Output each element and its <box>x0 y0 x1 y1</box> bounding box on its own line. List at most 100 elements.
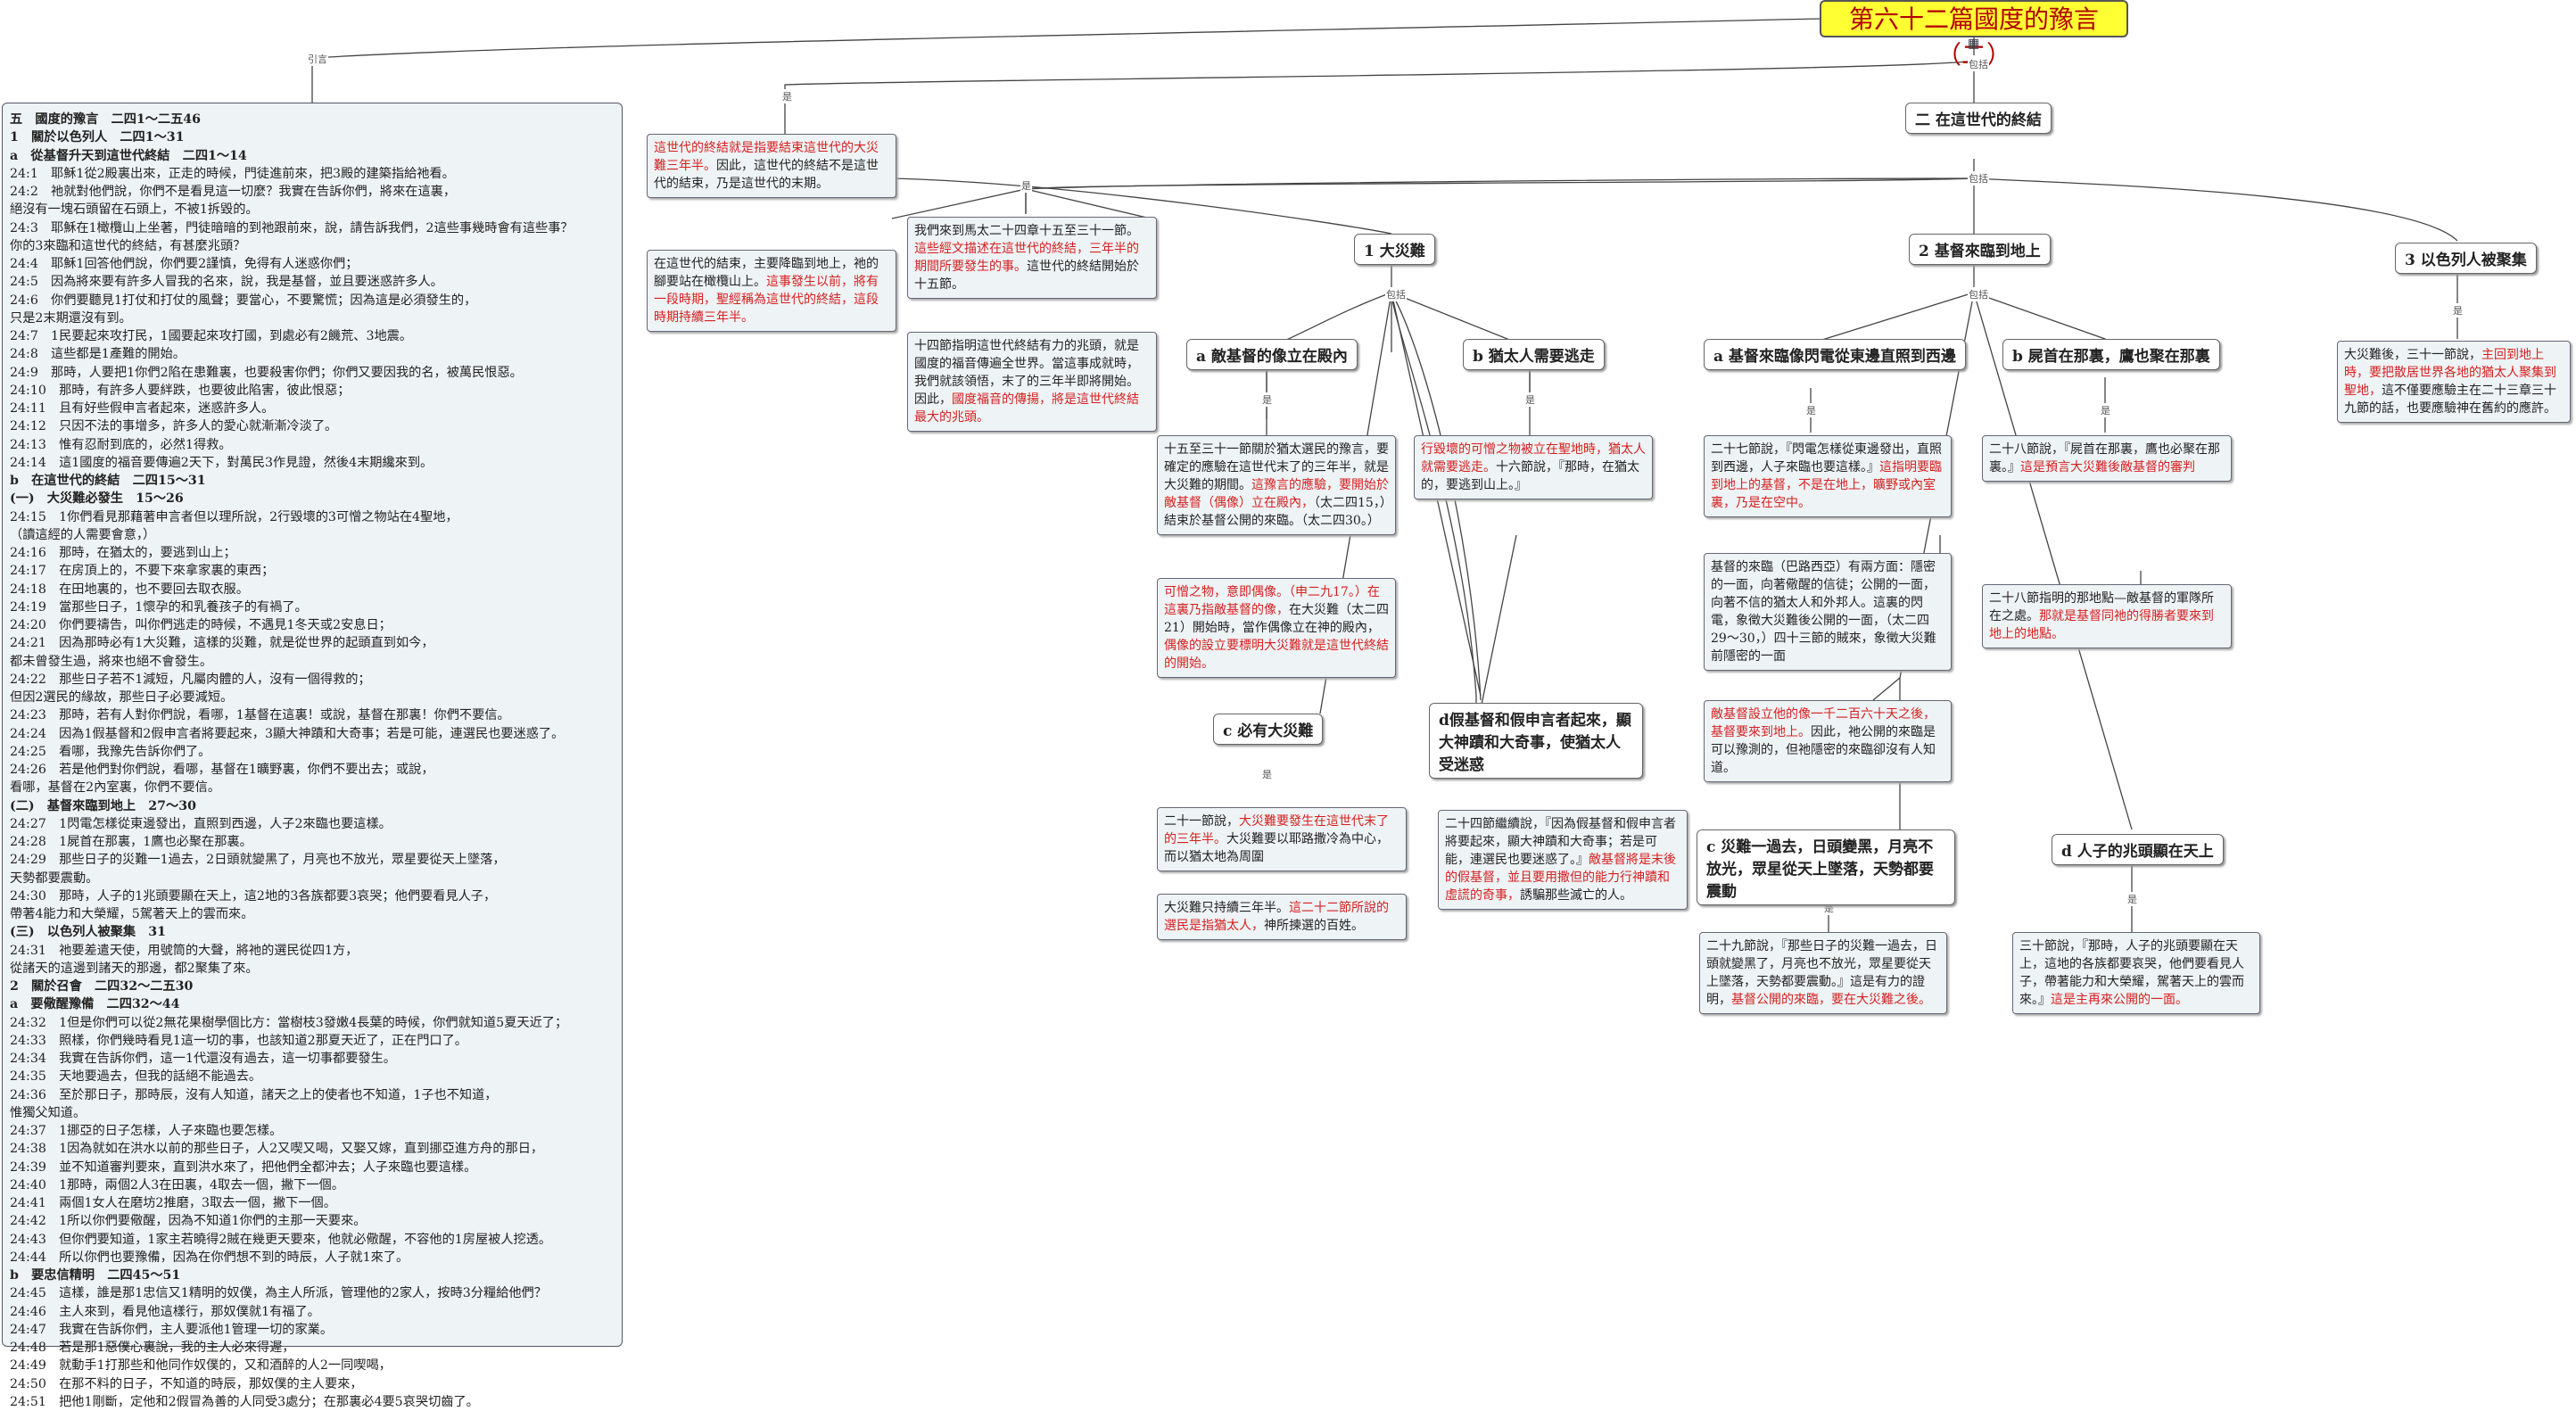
outline-line: 24:17 在房頂上的，不要下來拿家裏的東西； <box>10 564 275 579</box>
outline-line: 24:45 這樣，誰是那1忠信又1精明的奴僕，為主人所派，管理他的2家人，按時3… <box>10 1286 547 1301</box>
outline-line: 24:41 兩個1女人在磨坊2推磨，3取去一個，撇下一個。 <box>10 1196 336 1210</box>
outline-line: 24:19 當那些日子，1懷孕的和乳養孩子的有禍了。 <box>10 599 308 615</box>
note-prophecy-fulfilment: 十五至三十一節關於猶太選民的豫言，要確定的應驗在這世代末了的三年半，就是大災難的… <box>1157 435 1396 535</box>
outline-line: 24:15 1你們看見那藉著申言者但以理所說，2行毀壞的3可憎之物站在4聖地， <box>10 509 458 524</box>
node-section-2[interactable]: 二 在這世代的終結 <box>1905 103 2052 134</box>
outline-line: 24:18 在田地裏的，也不要回去取衣服。 <box>10 582 249 597</box>
note-verse-29: 二十九節說，『那些日子的災難一過去，日頭就變黑了，月亮也不放光，眾星要從天上墜落… <box>1699 932 1947 1014</box>
note-verse-30: 三十節說，『那時，人子的兆頭要顯在天上，這地的各族都要哀哭，他們要看見人子，帶著… <box>2012 932 2260 1014</box>
outline-line: 只是2末期還沒有到。 <box>10 310 132 326</box>
outline-line: 24:20 你們要禱告，叫你們逃走的時候，不遇見1冬天或2安息日； <box>10 618 392 632</box>
edge-label-shi-7: 是 <box>2100 403 2111 417</box>
outline-line: 24:44 所以你們也要豫備，因為在你們想不到的時辰，人子就1來了。 <box>10 1250 409 1265</box>
outline-line: 24:16 那時，在猶太的，要逃到山上； <box>10 546 236 560</box>
note-verse-14-sign: 十四節指明這世代終結有力的兆頭，就是國度的福音傳遍全世界。當這事成就時，我們就該… <box>907 332 1157 432</box>
outline-heading: a 從基督升天到這世代終結 二四1～14 <box>10 148 247 163</box>
node-lightning[interactable]: a 基督來臨像閃電從東邊直照到西邊 <box>1704 339 1966 370</box>
outline-line: 24:10 那時，有許多人要絆跌，也要彼此陷害，彼此恨惡； <box>10 383 351 398</box>
note-abomination: 可憎之物，意即偶像。（申二九17。）在這裏乃指敵基督的像，在大災難（太二四21）… <box>1157 578 1396 678</box>
outline-heading: 2 關於召會 二四32～二五30 <box>10 979 194 994</box>
outline-line: 24:14 這1國度的福音要傳遍2天下，對萬民3作見證，然後4末期纔來到。 <box>10 455 433 470</box>
outline-heading: (二) 基督來臨到地上 27～30 <box>10 798 196 813</box>
outline-line: 24:30 那時，人子的1兆頭要顯在天上，這2地的3各族都要3哀哭；他們要看見人… <box>10 888 497 904</box>
outline-line: 絕沒有一塊石頭留在石頭上，不被1拆毀的。 <box>10 202 259 218</box>
note-verse-21: 二十一節說，大災難要發生在這世代末了的三年半。大災難要以耶路撒冷為中心，而以猶太… <box>1157 807 1407 871</box>
outline-line: 24:39 並不知道審判要來，直到洪水來了，把他們全都沖去；人子來臨也要這樣。 <box>10 1159 477 1175</box>
outline-heading: a 要儆醒豫備 二四32～44 <box>10 997 180 1012</box>
outline-line: （讀這經的人需要會意，） <box>10 527 156 542</box>
outline-line: 24:6 你們要聽見1打仗和打仗的風聲；要當心，不要驚慌；因為這是必須發生的， <box>10 293 477 308</box>
outline-line: 帶著4能力和大榮耀，5駕著天上的雲而來。 <box>10 907 254 921</box>
outline-line: 24:51 把他1剛斷，定他和2假冒為善的人同受3處分；在那裏必4要5哀哭切齒了… <box>10 1394 479 1409</box>
outline-line: 24:9 那時，人要把1你們2陷在患難裏，也要殺害你們；你們又要因我的名，被萬民… <box>10 365 523 380</box>
note-matthew-24: 我們來到馬太二十四章十五至三十一節。這些經文描述在這世代的終結，三年半的期間所要… <box>907 217 1157 299</box>
outline-line: 24:49 就動手1打那些和他同作奴僕的，又和酒醉的人2一同喫喝， <box>10 1358 392 1374</box>
edge-label-baokuo-4: 包括 <box>1968 287 1989 301</box>
note-1260-days: 敵基督設立他的像一千二百六十天之後，基督要來到地上。因此，祂公開的來臨是可以豫測… <box>1704 700 1952 782</box>
node-false-christs[interactable]: d假基督和假申言者起來，顯大神蹟和大奇事，使猶太人受迷惑 <box>1429 703 1643 779</box>
outline-line: 你的3來臨和這世代的終結，有甚麼兆頭？ <box>10 238 246 253</box>
outline-line: 24:33 照樣，你們幾時看見1這一切的事，也該知道2那夏天近了，正在門口了。 <box>10 1033 467 1048</box>
outline-line: 從諸天的這邊到諸天的那邊，都2聚集了來。 <box>10 961 259 976</box>
outline-line: 24:21 因為那時必有1大災難，這樣的災難，就是從世界的起頭直到如今， <box>10 636 434 651</box>
outline-heading: b 在這世代的終結 二四15～31 <box>10 474 206 488</box>
outline-line: 24:34 我實在告訴你們，這一1代還沒有過去，這一切事都要發生。 <box>10 1052 396 1066</box>
outline-line: 24:37 1挪亞的日子怎樣，人子來臨也要怎樣。 <box>10 1124 283 1138</box>
node-son-of-man-sign[interactable]: d 人子的兆頭顯在天上 <box>2052 834 2224 865</box>
note-armies-location: 二十八節指明的那地點—敵基督的軍隊所在之處。那就是基督同祂的得勝者要來到地上的地… <box>1982 584 2232 648</box>
node-jews-flee[interactable]: b 猶太人需要逃走 <box>1463 339 1605 370</box>
edge-label-baokuo-1: 包括 <box>1968 57 1989 71</box>
outline-heading: b 要忠信精明 二四45～51 <box>10 1268 181 1283</box>
node-israel-gathered[interactable]: 3 以色列人被聚集 <box>2395 243 2537 274</box>
outline-line: 24:40 1那時，兩個2人3在田裏，4取去一個，撇下一個。 <box>10 1177 344 1192</box>
outline-line: 24:42 1所以你們要儆醒，因為不知道1你們的主那一天要來。 <box>10 1214 367 1229</box>
note-verse-24: 二十四節繼續說，『因為假基督和假申言者將要起來，顯大神蹟和大奇事；若是可能，連選… <box>1438 810 1688 910</box>
outline-line: 24:1 耶穌1從2殿裏出來，正走的時候，門徒進前來，把3殿的建築指給祂看。 <box>10 166 455 181</box>
outline-line: 24:47 我實在告訴你們，主人要派他1管理一切的家業。 <box>10 1322 334 1337</box>
note-flee-to-mountains: 行毀壞的可憎之物被立在聖地時，猶太人就需要逃走。十六節說，『那時，在猶太的，要逃… <box>1414 435 1653 499</box>
outline-line: 24:46 主人來到，看見他這樣行，那奴僕就1有福了。 <box>10 1304 320 1319</box>
edge-label-shi-5: 是 <box>1261 767 1273 781</box>
outline-line: 都未曾發生過，將來也絕不會發生。 <box>10 654 213 669</box>
outline-line: 24:23 那時，若有人對你們說，看哪，1基督在這裏！或說，基督在那裏！你們不要… <box>10 708 510 723</box>
outline-line: 24:32 1但是你們可以從2無花果樹學個比方：當樹枝3發嫩4長葉的時候，你們就… <box>10 1015 568 1030</box>
node-great-tribulation[interactable]: 1 大災難 <box>1354 234 1435 265</box>
outline-line: 24:3 耶穌在1橄欖山上坐著，門徒暗暗的到祂跟前來，說，請告訴我們，2這些事幾… <box>10 220 574 235</box>
node-must-tribulation[interactable]: c 必有大災難 <box>1213 714 1324 745</box>
node-sun-darkened[interactable]: c 災難一過去，日頭變黑，月亮不放光，眾星從天上墜落，天勢都要震動 <box>1697 829 1955 905</box>
outline-line: 24:28 1屍首在那裏，1鷹也必聚在那裏。 <box>10 835 252 849</box>
edge-label-shi-3: 是 <box>1261 392 1273 407</box>
outline-line: 24:24 因為1假基督和2假申言者將要起來，3顯大神蹟和大奇事；若是可能，連選… <box>10 726 565 741</box>
edge-label-shi-1: 是 <box>781 89 793 103</box>
node-carcass-eagles[interactable]: b 屍首在那裏，鷹也聚在那裏 <box>2002 339 2220 370</box>
outline-line: 24:11 且有好些假申言者起來，迷惑許多人。 <box>10 401 275 416</box>
outline-line: 24:8 這些都是1產難的開始。 <box>10 347 186 362</box>
outline-heading: 五 國度的豫言 二四1～二五46 <box>10 112 202 127</box>
outline-line: 24:25 看哪，我豫先告訴你們了。 <box>10 744 211 759</box>
edge-label-shi-6: 是 <box>1805 403 1817 417</box>
edge-label-baokuo-2: 包括 <box>1968 171 1989 186</box>
outline-line: 24:12 只因不法的事增多，許多人的愛心就漸漸冷淡了。 <box>10 419 338 434</box>
outline-line: 24:26 若是他們對你們說，看哪，基督在1曠野裏，你們不要出去；或說， <box>10 763 434 777</box>
outline-line: 但因2選民的緣故，那些日子必要減短。 <box>10 690 234 705</box>
gear-icon: ▦ <box>1968 37 1980 51</box>
root-title[interactable]: 第六十二篇國度的豫言（二） <box>1820 0 2128 70</box>
outline-line: 24:38 1因為就如在洪水以前的那些日子，人2又喫又喝，又娶又嫁，直到挪亞進方… <box>10 1142 544 1157</box>
outline-line: 24:31 祂要差遣天使，用號筒的大聲，將祂的選民從四1方， <box>10 943 359 958</box>
note-end-of-age-period: 在這世代的結束，主要降臨到地上，祂的腳要站在橄欖山上。這事發生以前，將有一段時期… <box>647 250 896 332</box>
outline-line: 24:48 若是那1惡僕心裏說，我的主人必來得遲， <box>10 1341 295 1355</box>
node-antichrist-image[interactable]: a 敵基督的像立在殿內 <box>1186 339 1358 370</box>
outline-line: 24:29 那些日子的災難一1過去，2日頭就變黑了，月亮也不放光，眾星要從天上墜… <box>10 853 506 868</box>
outline-line: 24:4 耶穌1回答他們說，你們要2謹慎，免得有人迷惑你們； <box>10 257 359 271</box>
outline-line: 24:43 但你們要知道，1家主若曉得2賊在幾更天要來，他就必儆醒，不容他的1房… <box>10 1232 552 1247</box>
outline-line: 24:2 祂就對他們說，你們不是看見這一切麼？我實在告訴你們，將來在這裏， <box>10 185 457 199</box>
node-christ-coming[interactable]: 2 基督來臨到地上 <box>1909 234 2051 265</box>
edge-label-yinyan: 引言 <box>307 52 328 66</box>
outline-line: 24:7 1民要起來攻打民，1國要起來攻打國，到處必有2饑荒、3地震。 <box>10 329 413 343</box>
note-verse-31: 大災難後，三十一節說，主回到地上時，要把散居世界各地的猶太人聚集到聖地，這不僅要… <box>2337 341 2571 423</box>
outline-line: 天勢都要震動。 <box>10 871 99 886</box>
outline-heading: (一) 大災難必發生 15～26 <box>10 491 184 507</box>
edge-label-baokuo-3: 包括 <box>1385 287 1407 301</box>
outline-heading: (三) 以色列人被聚集 31 <box>10 925 167 940</box>
